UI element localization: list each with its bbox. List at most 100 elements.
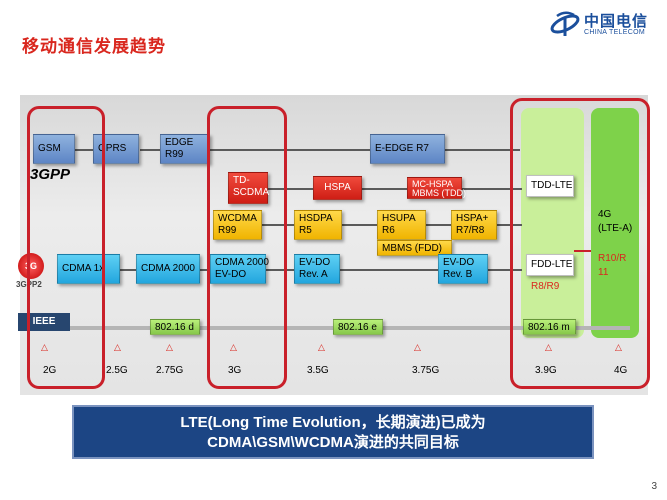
hsdpa-label: HSDPA bbox=[299, 213, 333, 224]
hsupa-label: HSUPA bbox=[382, 213, 416, 224]
page-title: 移动通信发展趋势 bbox=[22, 37, 166, 56]
td-scdma-box: TD- SCDMA bbox=[228, 172, 270, 204]
mc-hspa-box: MC-HSPA MBMS (TDD) bbox=[407, 177, 466, 199]
cdma-2000-evdo-label: CDMA 2000 bbox=[215, 257, 269, 268]
marker-icon: △ bbox=[545, 342, 552, 352]
connector bbox=[140, 149, 160, 151]
hspa-plus-release: R7/R8 bbox=[456, 225, 485, 236]
cdma-2000-label: CDMA 2000 bbox=[141, 263, 195, 274]
banner-line-1: LTE(Long Time Evolution，长期演进)已成为 bbox=[180, 414, 486, 431]
hsdpa-release: R5 bbox=[299, 225, 312, 236]
connector bbox=[200, 269, 210, 271]
mbms-tdd-label: MBMS (TDD) bbox=[412, 188, 466, 198]
r8-r9-label: R8/R9 bbox=[531, 281, 560, 292]
cdma-1x-box: CDMA 1x bbox=[57, 254, 120, 284]
ev-do-b-label: EV-DO bbox=[443, 257, 475, 268]
r10-label: R10/R bbox=[598, 253, 627, 264]
gen-label-2g: 2G bbox=[43, 365, 57, 376]
802-16d-box: 802.16 d bbox=[150, 319, 200, 335]
td-scdma-label-2: SCDMA bbox=[233, 187, 270, 198]
connector bbox=[497, 224, 522, 226]
mbms-fdd-box: MBMS (FDD) bbox=[377, 240, 452, 256]
connector bbox=[342, 224, 377, 226]
ev-do-label: EV-DO bbox=[215, 269, 247, 280]
marker-icon: △ bbox=[41, 342, 48, 352]
edge-release: R99 bbox=[165, 149, 184, 160]
gen-label-3-5g: 3.5G bbox=[307, 365, 329, 376]
gsm-label: GSM bbox=[38, 143, 61, 154]
ieee-logo-text: IEEE bbox=[32, 316, 56, 327]
tdd-lte-label: TDD-LTE bbox=[531, 180, 573, 191]
gen-label-2-5g: 2.5G bbox=[106, 365, 128, 376]
connector bbox=[340, 269, 438, 271]
edge-box: EDGE R99 bbox=[160, 134, 210, 164]
logo-en-text: CHINA TELECOM bbox=[584, 29, 645, 36]
connector bbox=[574, 250, 591, 252]
hsupa-release: R6 bbox=[382, 225, 395, 236]
gen-label-3-75g: 3.75G bbox=[412, 365, 440, 376]
mbms-fdd-label: MBMS (FDD) bbox=[382, 243, 442, 254]
banner-line-2: CDMA\GSM\WCDMA演进的共同目标 bbox=[207, 434, 459, 451]
logo-cn-text: 中国电信 bbox=[584, 13, 649, 30]
802-16e-box: 802.16 e bbox=[333, 319, 383, 335]
connector bbox=[120, 269, 136, 271]
wcdma-box: WCDMA R99 bbox=[213, 210, 262, 240]
marker-icon: △ bbox=[230, 342, 237, 352]
hsupa-box: HSUPA R6 bbox=[377, 210, 426, 240]
mc-hspa-label: MC-HSPA bbox=[412, 179, 453, 189]
rev-a-label: Rev. A bbox=[299, 269, 328, 280]
marker-icon: △ bbox=[166, 342, 173, 352]
hspa-plus-label: HSPA+ bbox=[456, 213, 489, 224]
cdma-2000-ev-do-box: CDMA 2000 EV-DO bbox=[210, 254, 269, 284]
r11-label: 11 bbox=[598, 267, 609, 278]
ieee-logo: IEEE bbox=[18, 313, 70, 331]
ev-do-rev-a-box: EV-DO Rev. A bbox=[294, 254, 340, 284]
ieee-timeline bbox=[25, 326, 630, 330]
4g-zone-outline bbox=[510, 98, 650, 389]
lte-column bbox=[521, 108, 584, 338]
ev-do-rev-b-box: EV-DO Rev. B bbox=[438, 254, 488, 284]
connector bbox=[266, 269, 294, 271]
connector bbox=[488, 269, 522, 271]
fdd-lte-label: FDD-LTE bbox=[531, 259, 573, 270]
marker-icon: △ bbox=[114, 342, 121, 352]
gprs-box: GPRS bbox=[93, 134, 139, 164]
connector bbox=[262, 224, 294, 226]
connector bbox=[462, 188, 522, 190]
cdma-2000-box: CDMA 2000 bbox=[136, 254, 200, 284]
fdd-lte-box: FDD-LTE bbox=[526, 254, 574, 276]
4g-lte-a-label: 4G (LTE-A) bbox=[598, 208, 632, 236]
connector bbox=[75, 149, 93, 151]
connector bbox=[210, 149, 370, 151]
2g-zone-outline bbox=[27, 106, 105, 389]
gen-label-3-9g: 3.9G bbox=[535, 365, 557, 376]
4g-column bbox=[591, 108, 639, 338]
marker-icon: △ bbox=[318, 342, 325, 352]
4g-label: 4G bbox=[598, 209, 612, 220]
china-telecom-logo: 中国电信 CHINA TELECOM bbox=[548, 8, 658, 42]
gsm-box: GSM bbox=[33, 134, 75, 164]
hsdpa-box: HSDPA R5 bbox=[294, 210, 342, 240]
lte-a-label: (LTE-A) bbox=[598, 223, 633, 234]
gen-label-4g: 4G bbox=[614, 365, 628, 376]
edge-label: EDGE bbox=[165, 137, 194, 148]
cdma-1x-label: CDMA 1x bbox=[62, 263, 105, 274]
marker-icon: △ bbox=[414, 342, 421, 352]
rev-b-label: Rev. B bbox=[443, 269, 473, 280]
3g-zone-outline bbox=[207, 106, 287, 389]
connector bbox=[362, 188, 407, 190]
3gpp2-logo: 3G bbox=[18, 253, 44, 279]
3gpp-logo-text: 3GPP bbox=[30, 166, 71, 183]
hspa-box: HSPA bbox=[313, 176, 362, 200]
connector bbox=[426, 224, 451, 226]
e-edge-box: E-EDGE R7 bbox=[370, 134, 445, 164]
802-16e-label: 802.16 e bbox=[338, 322, 377, 333]
marker-icon: △ bbox=[615, 342, 622, 352]
3gpp-logo: 3GPP bbox=[30, 166, 70, 183]
connector bbox=[268, 188, 313, 190]
802-16d-label: 802.16 d bbox=[155, 322, 194, 333]
gen-label-2-75g: 2.75G bbox=[156, 365, 184, 376]
connector bbox=[445, 149, 520, 151]
802-16m-box: 802.16 m bbox=[523, 319, 576, 335]
r10-r11-label: R10/R 11 bbox=[598, 252, 626, 280]
